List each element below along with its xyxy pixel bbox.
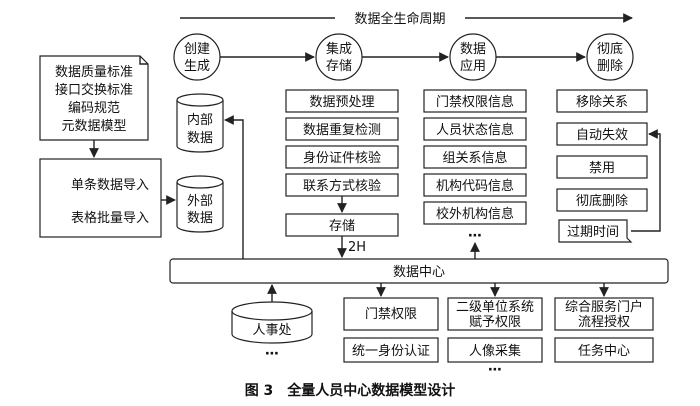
lifecycle-title: 数据全生命周期 xyxy=(354,11,445,27)
standards-line-quality: 数据质量标准 xyxy=(55,65,133,80)
import-single-label: 单条数据导入 xyxy=(71,177,149,193)
del-item-remove-relation-label: 移除关系 xyxy=(576,95,628,110)
hr-cylinder: 人事处 ⋯ xyxy=(231,284,313,362)
stage-apply-line1: 数据 xyxy=(460,42,486,57)
del-item-disable-label: 禁用 xyxy=(589,161,615,176)
storage-item-contact-check-label: 联系方式核验 xyxy=(303,178,381,194)
app-item-status xyxy=(423,117,527,141)
standards-doc-fold xyxy=(139,56,148,65)
stage-delete: 彻底 删除 xyxy=(586,33,634,81)
external-cyl-body xyxy=(176,182,224,233)
del-item-auto-expire-label: 自动失效 xyxy=(576,128,628,143)
app-item-org-code xyxy=(423,173,527,197)
consumers-row1: 门禁权限 二级单位系统 赋予权限 综合服务门户 流程授权 xyxy=(343,283,654,331)
external-cyl-top xyxy=(176,175,224,189)
standards-line-metadata: 元数据模型 xyxy=(61,119,126,134)
del-item-disable xyxy=(556,155,648,179)
consumer-task-label: 任务中心 xyxy=(578,343,630,359)
app-item-access-label: 门禁权限信息 xyxy=(436,94,514,110)
consumers-row2: 统一身份认证 人像采集 任务中心 ⋯ xyxy=(343,337,654,378)
storage-column: 数据预处理 数据重复检测 身份证件核验 联系方式核验 存储 2H xyxy=(285,89,399,258)
standards-doc-shape xyxy=(39,55,149,141)
internal-data-line2: 数据 xyxy=(187,131,213,146)
stage-delete-line1: 彻底 xyxy=(597,41,623,57)
consumer-portal-line1: 综合服务门户 xyxy=(565,299,643,315)
sync-interval-label: 2H xyxy=(348,240,366,255)
stage-create-line1: 创建 xyxy=(184,42,210,57)
expire-time-label: 过期时间 xyxy=(567,225,619,240)
app-item-external-org xyxy=(423,201,527,225)
del-item-auto-expire xyxy=(556,122,648,146)
app-more-ellipsis: ⋯ xyxy=(468,228,482,244)
data-center-label: 数据中心 xyxy=(393,265,445,280)
data-center: 数据中心 xyxy=(169,258,669,284)
consumer-portrait-box xyxy=(447,337,543,363)
storage-label: 存储 xyxy=(329,219,355,234)
internal-cyl-body xyxy=(176,100,224,153)
stage-create: 创建 生成 xyxy=(173,33,221,81)
consumer-sso-box xyxy=(343,337,439,363)
del-item-remove-relation xyxy=(556,89,648,113)
consumer-access-label: 门禁权限 xyxy=(365,306,417,322)
app-item-org-code-label: 机构代码信息 xyxy=(436,178,514,194)
hr-label: 人事处 xyxy=(252,323,291,338)
consumer-portal-line2: 流程授权 xyxy=(578,314,630,330)
consumer-secondary-line1: 二级单位系统 xyxy=(456,300,534,315)
app-item-group-label: 组关系信息 xyxy=(442,150,507,166)
stage-create-line2: 生成 xyxy=(184,59,210,74)
consumer-sso-label: 统一身份认证 xyxy=(352,343,430,359)
del-item-purge-label: 彻底删除 xyxy=(576,193,628,209)
stage-delete-circle xyxy=(586,33,634,81)
stage-delete-line2: 删除 xyxy=(597,59,623,74)
consumer-portrait-label: 人像采集 xyxy=(469,343,521,359)
stage-apply-line2: 应用 xyxy=(460,58,486,74)
app-item-access xyxy=(423,89,527,113)
del-item-purge xyxy=(556,188,648,212)
app-item-status-label: 人员状态信息 xyxy=(436,122,514,138)
data-center-bar xyxy=(169,258,669,284)
storage-item-preprocess xyxy=(285,89,399,113)
arrow-expire-to-auto xyxy=(631,129,661,232)
storage-item-preprocess-label: 数据预处理 xyxy=(309,95,374,110)
consumer-more-ellipsis: ⋯ xyxy=(488,362,502,378)
stage-integrate: 集成 存储 xyxy=(315,33,363,81)
internal-data-cylinder: 内部 数据 xyxy=(176,93,224,153)
stage-apply: 数据 应用 xyxy=(449,33,497,81)
expire-time-box xyxy=(558,219,633,243)
import-box-rect xyxy=(39,158,162,238)
storage-item-dedup-label: 数据重复检测 xyxy=(303,122,381,138)
import-batch-label: 表格批量导入 xyxy=(71,210,149,226)
lifecycle-arrow: 数据全生命周期 xyxy=(180,11,633,27)
standards-line-interface: 接口交换标准 xyxy=(55,82,133,98)
stage-integrate-line1: 集成 xyxy=(326,41,352,57)
external-data-cylinder: 外部 数据 xyxy=(176,175,224,233)
figure-caption: 图 3 全量人员中心数据模型设计 xyxy=(245,382,456,399)
internal-data-line1: 内部 xyxy=(187,112,213,128)
external-data-line2: 数据 xyxy=(187,211,213,226)
stage-integrate-line2: 存储 xyxy=(326,59,352,74)
deletion-column: 移除关系 自动失效 禁用 彻底删除 过期时间 xyxy=(556,89,661,243)
external-data-line1: 外部 xyxy=(187,194,213,209)
consumer-task-box xyxy=(554,337,654,363)
internal-cyl-top xyxy=(176,93,224,107)
import-box: 单条数据导入 表格批量导入 xyxy=(39,158,162,238)
storage-item-id-check-label: 身份证件核验 xyxy=(303,150,381,166)
standards-document: 数据质量标准 接口交换标准 编码规范 元数据模型 xyxy=(39,55,149,141)
standards-line-coding: 编码规范 xyxy=(68,101,120,116)
storage-item-dedup xyxy=(285,117,399,141)
hr-more-ellipsis: ⋯ xyxy=(265,346,279,362)
arrow-center-to-internal xyxy=(224,115,244,259)
consumer-portal-box xyxy=(554,297,654,331)
consumer-secondary-box xyxy=(447,297,543,331)
consumer-access-box xyxy=(343,297,439,331)
app-item-group xyxy=(423,145,527,169)
hr-cyl-top xyxy=(231,301,313,321)
app-item-external-org-label: 校外机构信息 xyxy=(436,206,514,222)
consumer-secondary-line2: 赋予权限 xyxy=(469,314,521,330)
storage-item-id-check xyxy=(285,145,399,169)
application-column: 门禁权限信息 人员状态信息 组关系信息 机构代码信息 校外机构信息 ⋯ xyxy=(423,89,527,259)
